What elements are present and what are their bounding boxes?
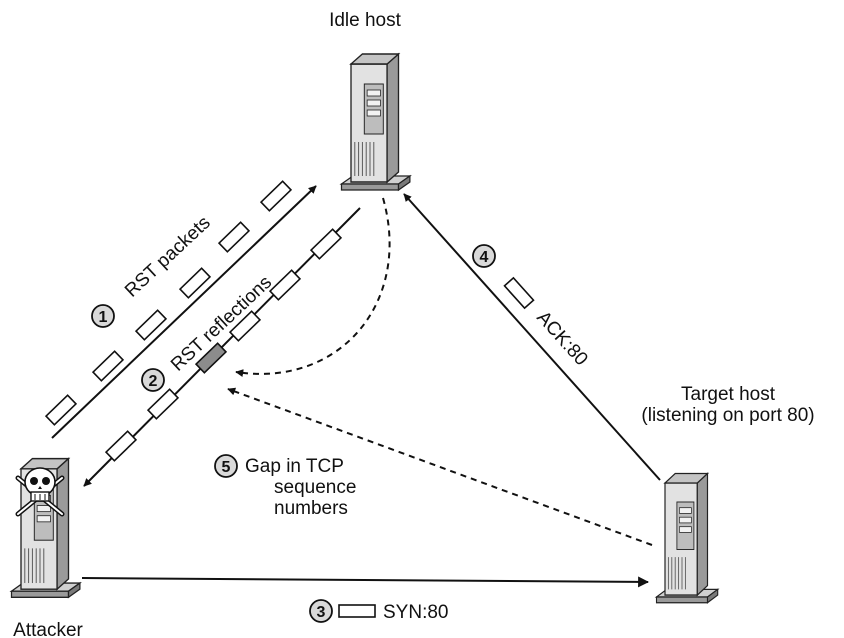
step-3-text: SYN:80: [383, 602, 448, 623]
rst-reflections-group: [104, 228, 343, 462]
step-2-badge: 2: [141, 368, 165, 392]
rst-reflection-packet: [228, 310, 262, 342]
step-1-badge: 1: [91, 304, 115, 328]
attacker-label: Attacker: [13, 620, 83, 638]
step-4-badge: 4: [472, 244, 496, 268]
rst-packets-group: [44, 180, 293, 426]
syn-packet: [338, 604, 376, 618]
step-5-text-line2: sequence: [274, 477, 356, 498]
ack-packet: [503, 276, 535, 310]
attacker-server-icon: [10, 457, 81, 599]
skull-crossbones-icon: [15, 467, 65, 517]
step-5-text-line1: Gap in TCP: [245, 456, 344, 477]
gap-packet: [194, 342, 228, 374]
rst-packet: [217, 221, 251, 253]
rst-reflection-packet: [104, 430, 138, 462]
step-1-text: RST packets: [121, 212, 215, 301]
rst-packet: [91, 350, 125, 382]
rst-packet: [259, 180, 293, 212]
syn-arrow: [81, 576, 650, 588]
ack-arrow: [403, 193, 661, 481]
rst-packets-arrow: [51, 185, 317, 439]
svg-text:2: 2: [149, 373, 158, 390]
target-host-label: Target host: [681, 384, 776, 405]
step-5-badge: 5: [214, 454, 238, 478]
rst-reflection-packet: [309, 228, 343, 260]
target-to-gap-dashed-arrow: [227, 387, 653, 546]
step-4-text: ACK:80: [532, 307, 591, 370]
rst-packet: [44, 394, 78, 426]
target-host-server-icon: [655, 472, 719, 604]
svg-text:4: 4: [480, 249, 489, 266]
rst-packet: [178, 267, 212, 299]
rst-packet: [134, 309, 168, 341]
svg-text:3: 3: [317, 604, 326, 621]
step-3-badge: 3: [309, 599, 333, 623]
svg-text:1: 1: [99, 309, 108, 326]
svg-text:5: 5: [222, 459, 231, 476]
rst-reflection-packet: [146, 388, 180, 420]
idle-to-gap-dashed-arrow: [235, 197, 391, 378]
target-host-sublabel: (listening on port 80): [641, 405, 814, 426]
idle-host-server-icon: [340, 53, 411, 191]
rst-reflection-packet: [268, 269, 302, 301]
step-5-text-line3: numbers: [274, 498, 348, 519]
idle-host-label: Idle host: [329, 10, 402, 31]
